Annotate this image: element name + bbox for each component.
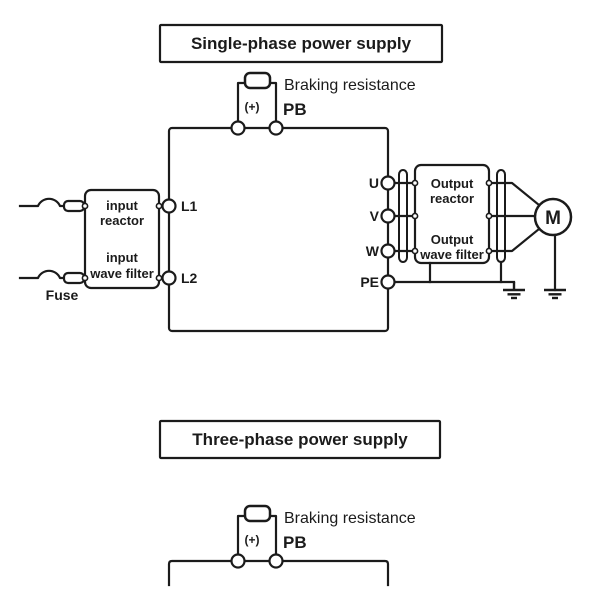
terminal-l1 [161,198,177,214]
output-filter-terminal [411,247,419,255]
braking-resistor-icon [243,504,272,523]
single-phase-section: Single-phase power supply (+) PB Braking… [18,23,573,333]
braking-resistor-assembly: (+) PB Braking resistance [230,71,416,136]
input-filter-terminal [81,202,89,210]
terminal-u [380,175,396,191]
supply-line-1 [18,197,87,208]
inverter-box [167,126,390,333]
ground-symbol [544,288,566,300]
supply-line-2 [18,269,87,280]
terminal-pb [268,553,284,569]
pb-terminal-label: PB [283,533,307,552]
u-label: U [369,175,379,191]
pe-label: PE [360,274,379,290]
terminal-v [380,208,396,224]
plus-terminal-label: (+) [245,100,260,114]
output-filter-terminal [411,179,419,187]
motor-label: M [545,208,561,229]
fuse-icon [62,271,86,285]
motor-wire-w [487,227,541,253]
output-filter-terminal [485,247,493,255]
output-filter-terminal [485,179,493,187]
l2-label: L2 [181,270,198,286]
input-reactor-label-line1: input [106,198,138,213]
terminal-plus [230,120,246,136]
output-filter-terminal [411,212,419,220]
braking-resistor-assembly: (+) PB Braking resistance [230,504,416,569]
terminal-pe [380,274,396,290]
input-reactor-label-line2: reactor [100,213,144,228]
plus-terminal-label: (+) [245,533,260,547]
input-supply-wires: Fuse [18,197,87,303]
three-phase-title-box [158,419,442,460]
output-filter-label-line1: Output [431,232,474,247]
motor: M [533,197,573,300]
l1-label: L1 [181,198,198,214]
fuse-icon [62,199,86,213]
input-filter-terminal [81,274,89,282]
braking-resistance-label: Braking resistance [284,77,416,94]
input-filter-label-line1: input [106,250,138,265]
w-label: W [366,243,380,259]
input-filter-label-line2: wave filter [89,266,154,281]
output-reactor-label-line1: Output [431,176,474,191]
output-filter-label-line2: wave filter [419,247,484,262]
input-filter-outline [83,188,161,290]
terminal-pb [268,120,284,136]
input-filter-terminal [155,274,163,282]
input-filter-box: input reactor input wave filter [81,188,171,290]
fuse-label: Fuse [46,287,79,303]
three-phase-section: Three-phase power supply (+) PB Braking … [158,419,442,587]
input-filter-terminal [155,202,163,210]
pb-terminal-label: PB [283,100,307,119]
motor-circle-icon [533,197,573,237]
terminal-plus [230,553,246,569]
braking-resistance-label: Braking resistance [284,510,416,527]
terminal-l2 [161,270,177,286]
ground-symbol [503,282,525,300]
three-phase-title: Three-phase power supply [192,430,408,449]
output-side: Output reactor Output wave filter U V W … [360,163,573,300]
single-phase-title-box [158,23,444,64]
output-reactor-label-line2: reactor [430,191,474,206]
output-filter-terminal [485,212,493,220]
single-phase-title: Single-phase power supply [191,34,412,53]
terminal-w [380,243,396,259]
input-terminals: L1 L2 [161,198,198,286]
motor-wire-u [487,181,541,207]
braking-resistor-icon [243,71,272,90]
v-label: V [370,208,380,224]
